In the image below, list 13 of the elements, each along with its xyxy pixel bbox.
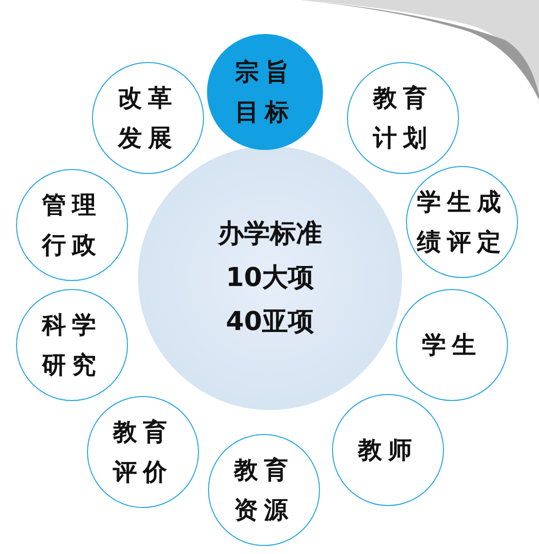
circle-label: 改革发展 [116, 83, 179, 154]
center-label: 40亚项 [226, 306, 314, 339]
circle-label: 教育评价 [112, 417, 174, 488]
circle-label: 学生 [421, 330, 483, 361]
center-label: 10大项 [226, 262, 314, 295]
center-label: 办学标准 [218, 218, 322, 251]
circle-label: 教育资源 [232, 455, 295, 526]
circle-label: 教育计划 [372, 83, 434, 154]
circle-label: 教师 [356, 435, 419, 466]
circle-label: 学生成绩评定 [416, 187, 508, 258]
circle-label: 科学研究 [40, 310, 103, 381]
circle-label: 宗旨目标 [234, 57, 296, 128]
circle-label: 管理行政 [40, 190, 103, 261]
